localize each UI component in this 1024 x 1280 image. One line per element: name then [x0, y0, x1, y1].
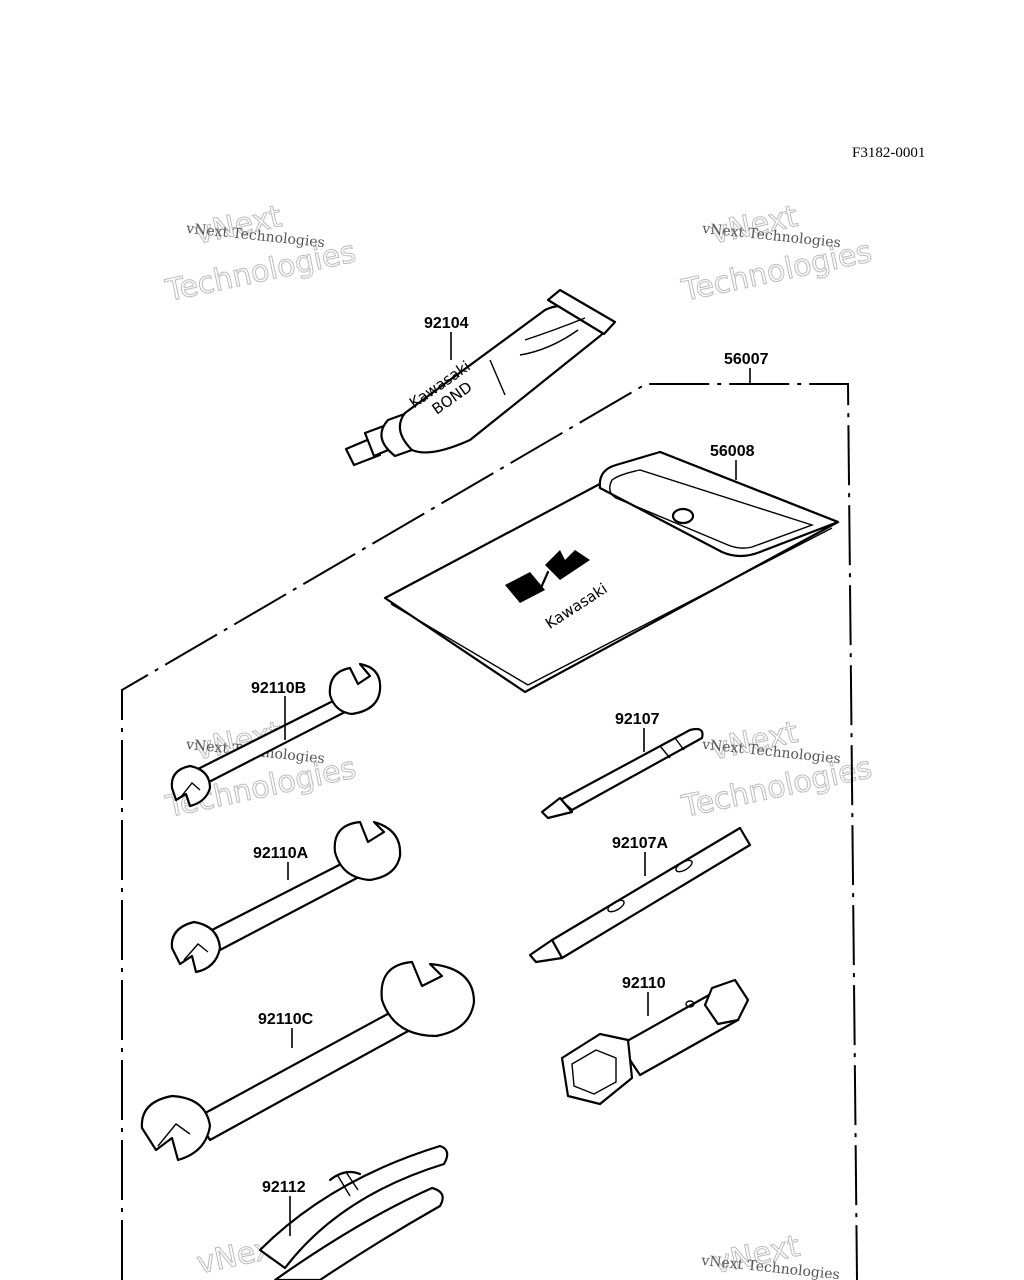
part-label-92112: 92112: [262, 1179, 306, 1196]
part-label-56008: 56008: [710, 443, 755, 460]
reference-code: F3182-0001: [852, 145, 925, 161]
bond-tube-drawing: Kawasaki BOND: [344, 288, 617, 467]
part-label-56007: 56007: [724, 351, 769, 368]
watermark-big-bottom: Technologies: [678, 234, 875, 309]
wrench-92110b-drawing: [170, 662, 382, 808]
wrench-92110c-drawing: [140, 960, 476, 1162]
plug-wrench-92110-drawing: [560, 978, 750, 1106]
part-label-92107: 92107: [615, 711, 660, 728]
part-label-92107a: 92107A: [612, 835, 668, 852]
kawasaki-logo-mark: [505, 572, 545, 603]
leader-lines: [284, 332, 751, 1236]
watermark-top-right: vNext Technologies: [678, 198, 876, 309]
part-label-92104: 92104: [424, 315, 469, 332]
part-label-92110c: 92110C: [258, 1011, 314, 1028]
watermark-top-left: vNext Technologies: [162, 199, 360, 310]
part-label-92110: 92110: [622, 975, 666, 992]
watermark-big-bottom: Technologies: [678, 750, 875, 825]
watermark-big-bottom: Technologies: [162, 235, 359, 310]
pliers-92112-drawing: [258, 1144, 449, 1280]
screwdriver-92107-drawing: [540, 727, 704, 820]
wrench-92110a-drawing: [170, 820, 402, 974]
screwdriver-92107a-drawing: [528, 826, 752, 964]
tool-pouch-drawing: Kawasaki: [383, 450, 840, 694]
tool-kit-boundary: [121, 383, 858, 1280]
part-label-92110b: 92110B: [251, 680, 306, 697]
part-label-92110a: 92110A: [253, 845, 309, 862]
watermark-mid-right: vNext Technologies: [678, 714, 876, 825]
